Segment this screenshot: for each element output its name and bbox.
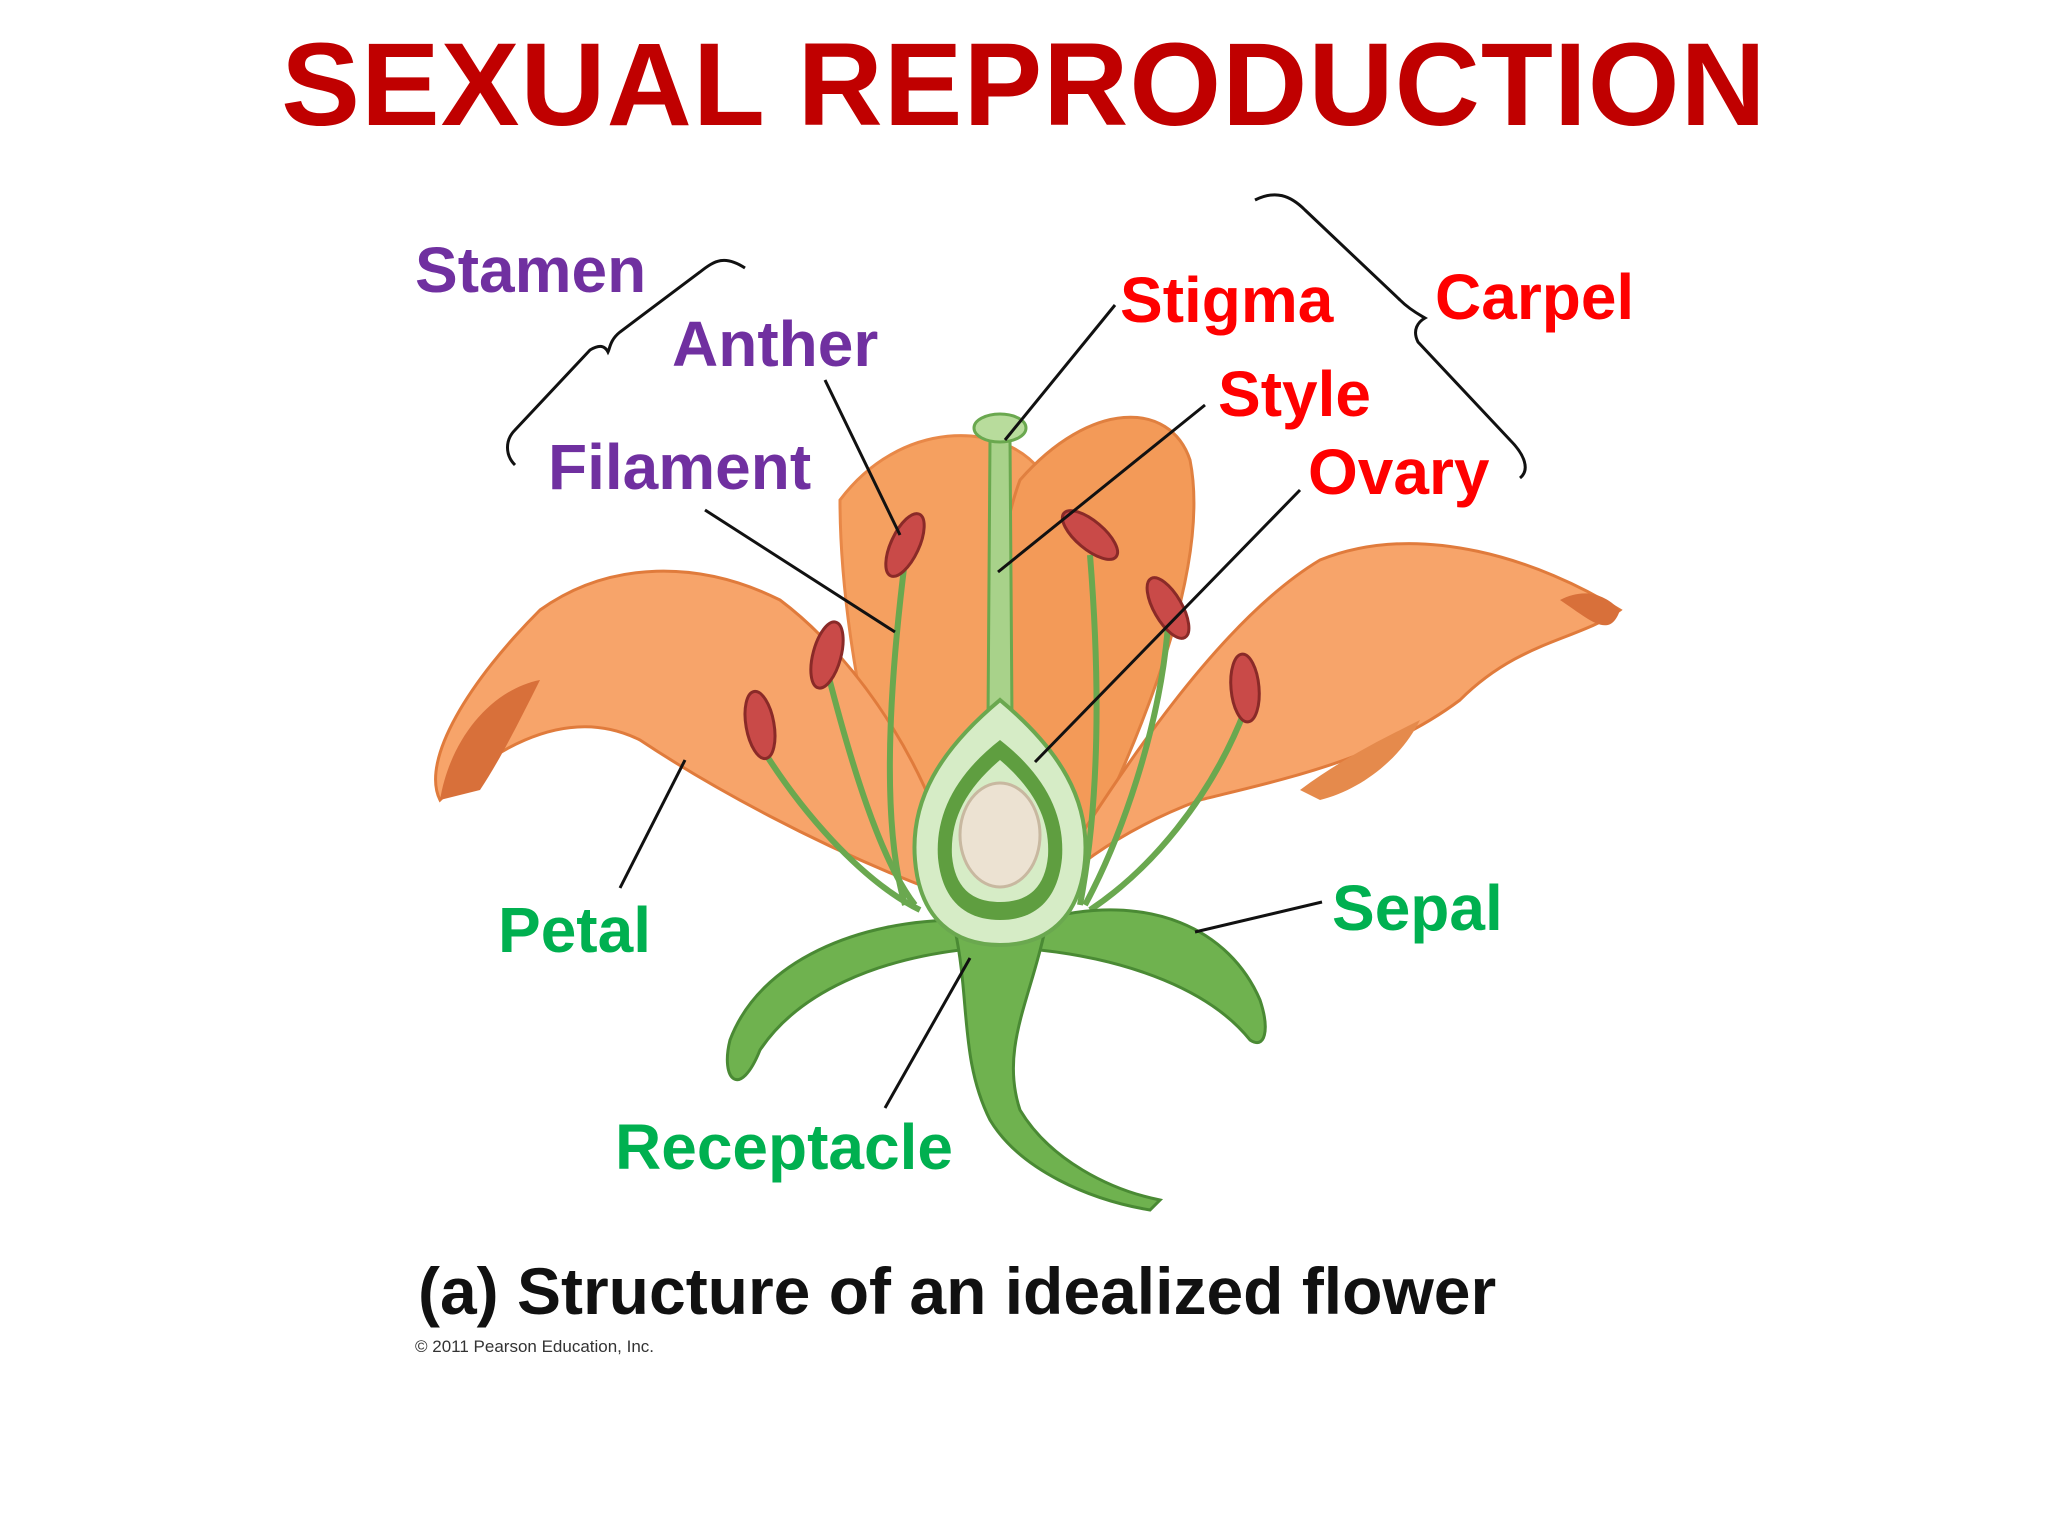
leader-lines [618, 304, 1323, 1109]
stamen-bracket [506, 258, 746, 467]
leader-anther [823, 379, 902, 536]
copyright-notice: © 2011 Pearson Education, Inc. [415, 1337, 655, 1356]
label-ovary: Ovary [1308, 436, 1490, 508]
anther-1 [884, 512, 926, 578]
anther-3 [743, 689, 777, 761]
filament-4 [1077, 554, 1100, 906]
label-stamen: Stamen [415, 234, 647, 306]
sepal-left [725, 918, 962, 1082]
leader-petal [618, 759, 687, 889]
filament-6 [1088, 708, 1248, 913]
filament-3 [757, 743, 922, 913]
leader-ovary [1033, 488, 1302, 764]
petal-right-tip [1560, 593, 1620, 626]
leader-stigma [1003, 304, 1117, 441]
anther-6 [1229, 652, 1261, 724]
leader-filament [704, 508, 896, 634]
ovule [958, 781, 1042, 889]
stem [953, 928, 1164, 1212]
leader-sepal [1194, 900, 1323, 934]
label-stigma: Stigma [1120, 264, 1334, 336]
style [986, 438, 1014, 722]
figure-caption: (a) Structure of an idealized flower [418, 1254, 1497, 1328]
carpel-bracket [1254, 193, 1527, 480]
sepals [725, 908, 1267, 1082]
label-filament: Filament [548, 431, 812, 503]
stigma [972, 412, 1028, 444]
label-style: Style [1218, 358, 1371, 430]
label-sepal: Sepal [1332, 872, 1503, 944]
label-anther: Anther [672, 308, 879, 380]
sepal-right [1038, 908, 1267, 1044]
filament-1 [886, 559, 908, 906]
petal-right-fold [1300, 720, 1420, 800]
filaments [757, 554, 1248, 913]
anther-5 [1145, 576, 1191, 640]
petal-left-fold [440, 680, 540, 800]
anthers [743, 509, 1261, 761]
leader-style [997, 403, 1206, 574]
label-carpel: Carpel [1435, 261, 1635, 333]
label-receptacle: Receptacle [615, 1111, 953, 1183]
leader-receptacle [883, 957, 972, 1109]
label-petal: Petal [498, 894, 651, 966]
filament-5 [1082, 624, 1171, 907]
anther-2 [809, 620, 845, 690]
filament-2 [824, 669, 918, 907]
anther-4 [1060, 509, 1120, 561]
page-title: SEXUAL REPRODUCTION [281, 19, 1767, 151]
